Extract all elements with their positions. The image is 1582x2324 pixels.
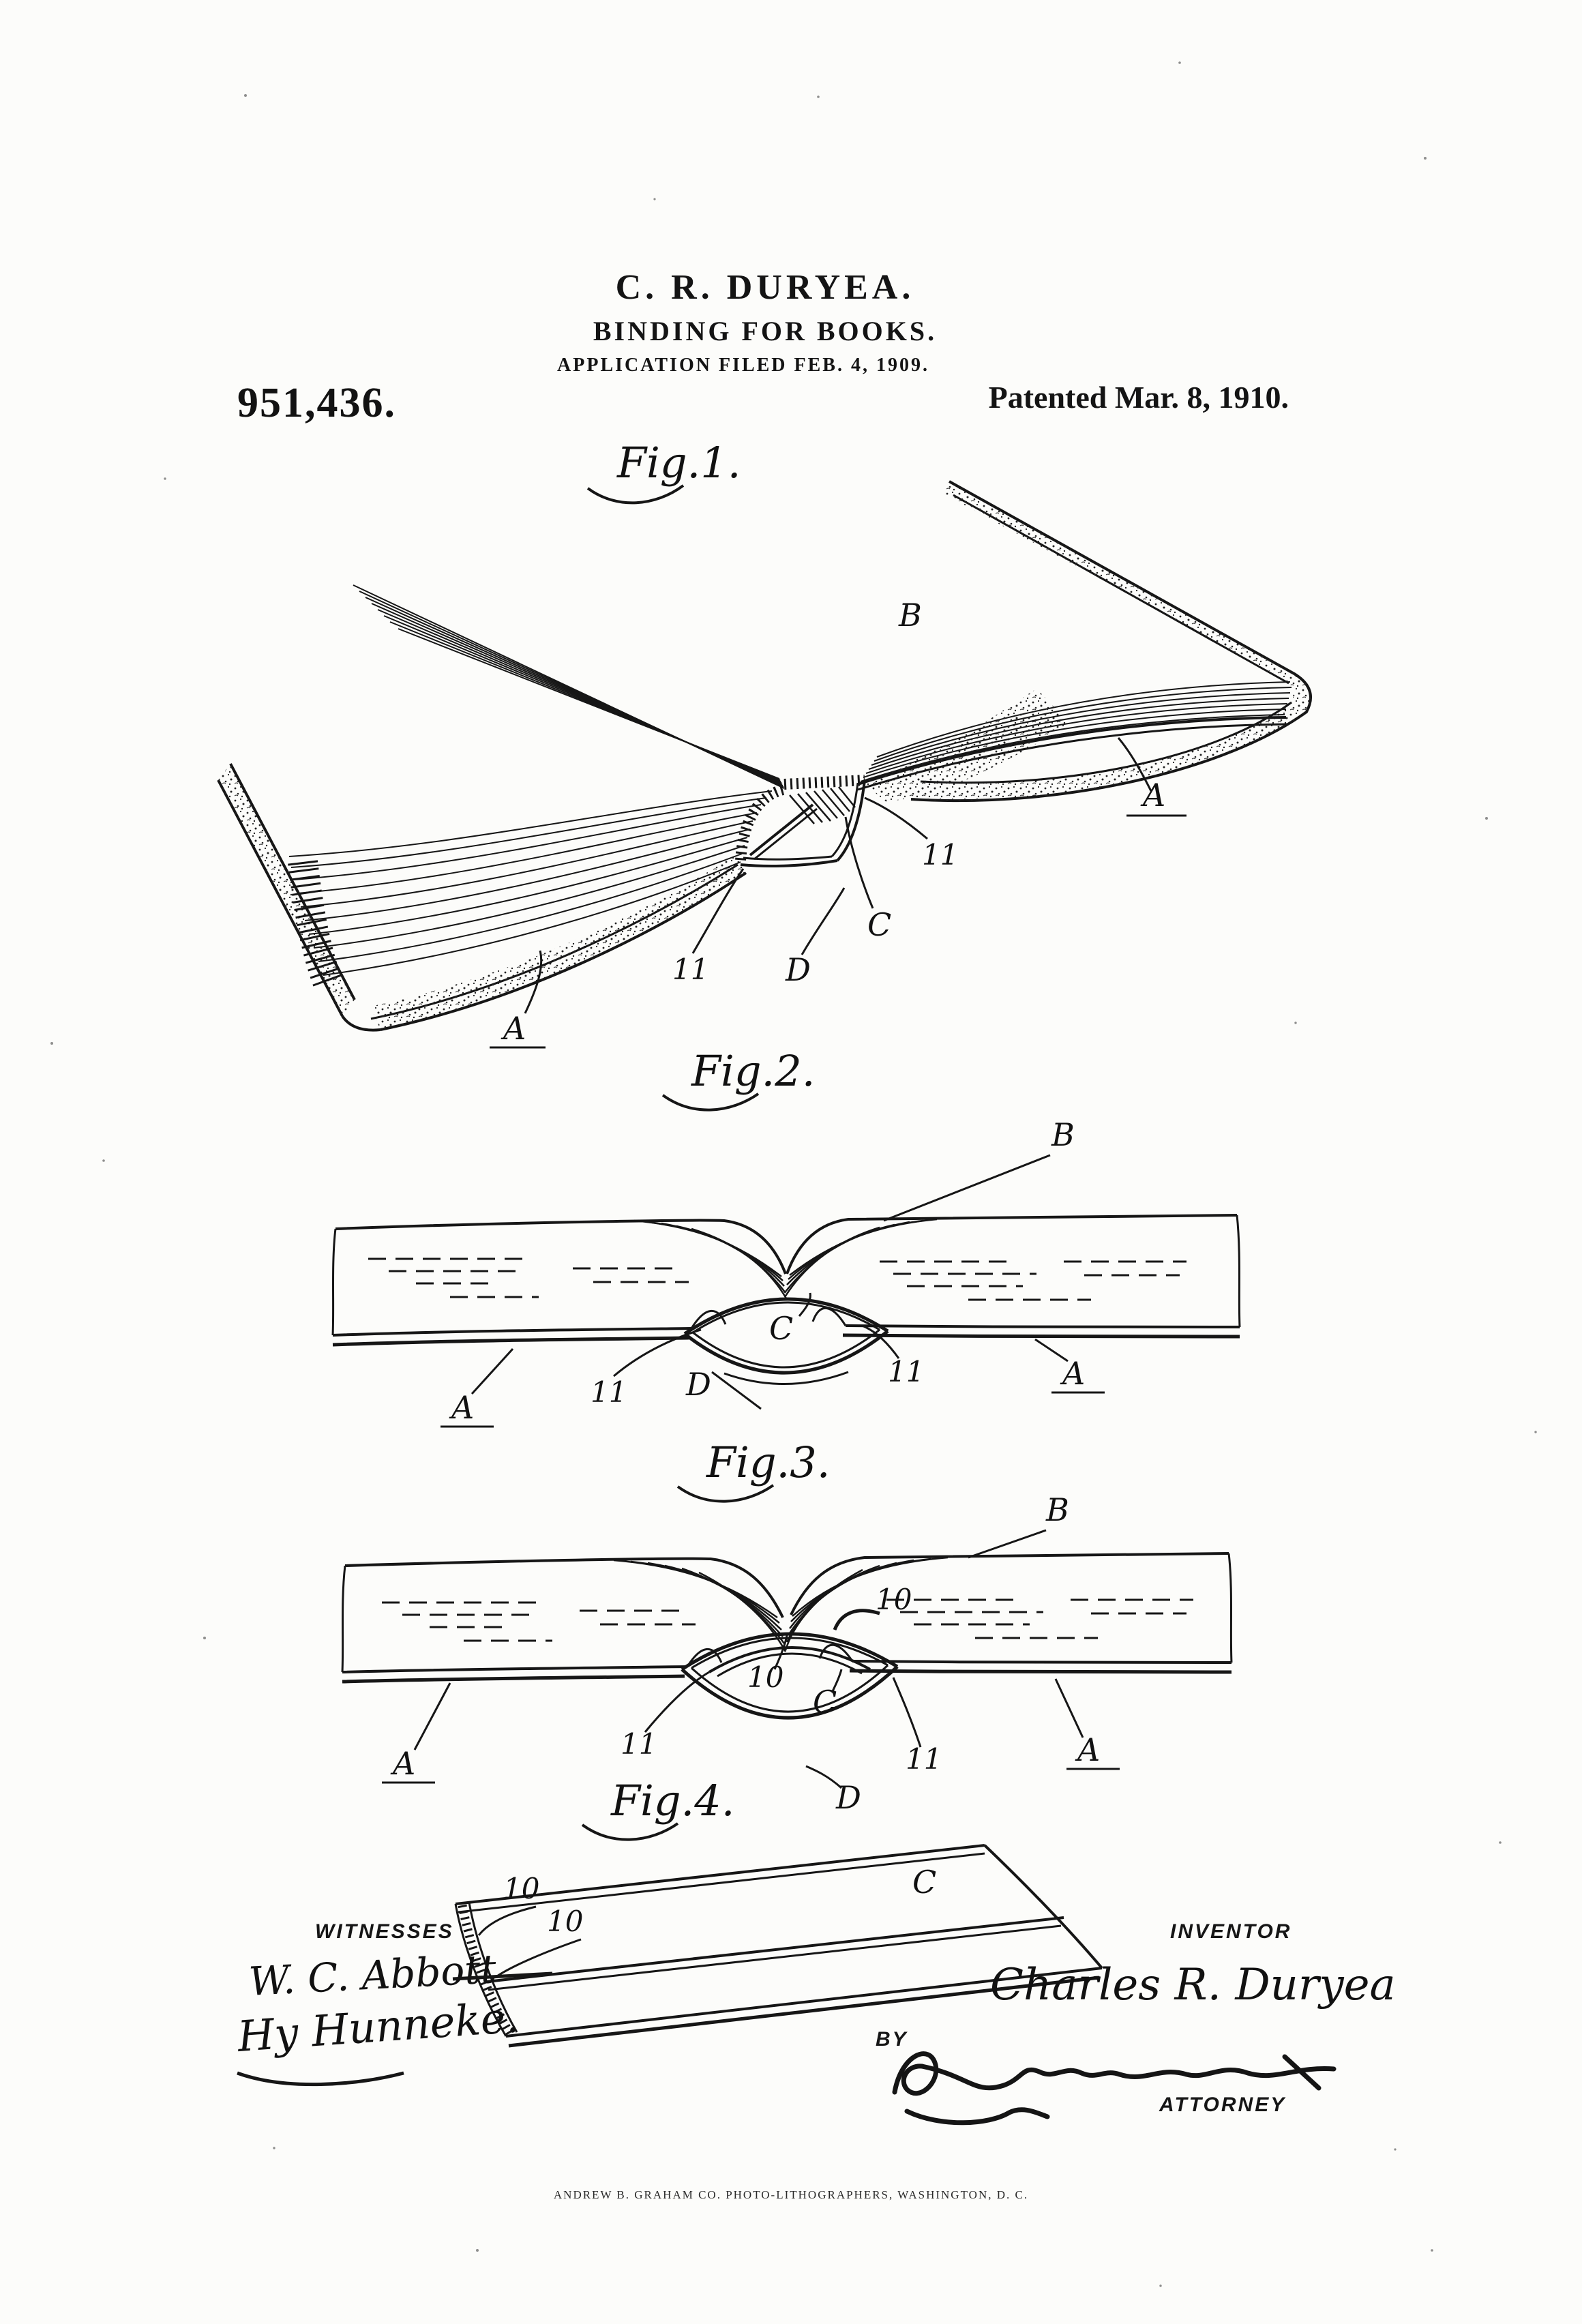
fig4-ref-C: C: [912, 1864, 936, 1901]
fig3-ref-10-inner: 10: [747, 1660, 783, 1694]
fig2-ref-11-left: 11: [591, 1375, 627, 1409]
fig1-ref-C: C: [867, 906, 891, 943]
fig3-ref-C: C: [813, 1684, 837, 1720]
fig3-ref-D: D: [835, 1779, 861, 1816]
fig3-ref-11-right: 11: [906, 1742, 942, 1776]
inventor-name-line: C. R. DURYEA.: [616, 267, 915, 308]
figure-3-label: Fig.3.: [706, 1437, 830, 1487]
signature-block: WITNESSES W. C. Abbott Hy Hunneke. INVEN…: [235, 1920, 1396, 2123]
figure-2-artwork: [333, 1155, 1240, 1427]
figure-2-leader-lines: [441, 1155, 1105, 1427]
figure-4-artwork: [456, 1845, 1102, 2046]
fig3-ref-A-right: A: [1075, 1731, 1100, 1768]
figure-3-label-swash: [678, 1485, 773, 1502]
fig1-ref-A-bottom: A: [501, 1010, 526, 1047]
fig2-ref-A-left: A: [449, 1389, 474, 1426]
inventor-signature: Charles R. Duryea: [990, 1960, 1396, 2010]
fig4-ref-10-upper: 10: [503, 1872, 539, 1905]
fig1-ref-A-right: A: [1140, 777, 1165, 814]
attorney-label: ATTORNEY: [1159, 2094, 1286, 2116]
figure-1: Fig.1.: [218, 438, 1311, 1047]
fig2-ref-D: D: [685, 1366, 711, 1403]
fig4-ref-10-lower: 10: [547, 1905, 583, 1938]
figure-3-leader-lines: [382, 1530, 1120, 1788]
fig1-ref-B: B: [898, 597, 922, 634]
lithographer-line: ANDREW B. GRAHAM CO. PHOTO-LITHOGRAPHERS…: [554, 2188, 1028, 2201]
fig2-left-v-layers: [634, 1221, 786, 1298]
fig1-ref-D: D: [785, 951, 811, 988]
witnesses-label: WITNESSES: [315, 1920, 454, 1943]
fig3-ref-10-top: 10: [876, 1583, 912, 1616]
application-filed-line: APPLICATION FILED FEB. 4, 1909.: [557, 355, 929, 376]
figure-3: Fig.3.: [342, 1437, 1232, 1816]
figure-2-label: Fig.2.: [691, 1046, 815, 1096]
figure-2-label-swash: [663, 1094, 758, 1110]
fig3-ref-B: B: [1045, 1491, 1069, 1528]
patented-date-line: Patented Mar. 8, 1910.: [989, 379, 1289, 415]
figure-4-label-swash: [582, 1823, 678, 1840]
inventor-label: INVENTOR: [1170, 1920, 1292, 1943]
fig2-ref-B: B: [1051, 1116, 1075, 1153]
figure-2: Fig.2.: [333, 1046, 1240, 1427]
fig2-ref-A-right: A: [1060, 1355, 1085, 1392]
fig2-ref-11-right: 11: [888, 1355, 924, 1388]
figure-1-artwork: [218, 481, 1311, 1047]
patent-title-line: BINDING FOR BOOKS.: [593, 315, 937, 347]
fig2-ref-C: C: [769, 1310, 793, 1347]
fig1-ref-11-left: 11: [672, 953, 708, 986]
fig1-ref-11-right: 11: [922, 838, 958, 872]
fig3-ref-11-left: 11: [621, 1727, 657, 1761]
fig3-ref-A-left: A: [390, 1745, 415, 1782]
figure-4-label: Fig.4.: [610, 1776, 734, 1826]
figure-1-label: Fig.1.: [616, 438, 741, 488]
witness-2-flourish: [237, 2073, 404, 2085]
fig3-lens: [682, 1634, 897, 1718]
by-label: BY: [876, 2028, 908, 2051]
lifted-leaves-fan: [353, 585, 784, 788]
figure-1-label-swash: [588, 486, 683, 503]
patent-number: 951,436.: [237, 379, 396, 428]
